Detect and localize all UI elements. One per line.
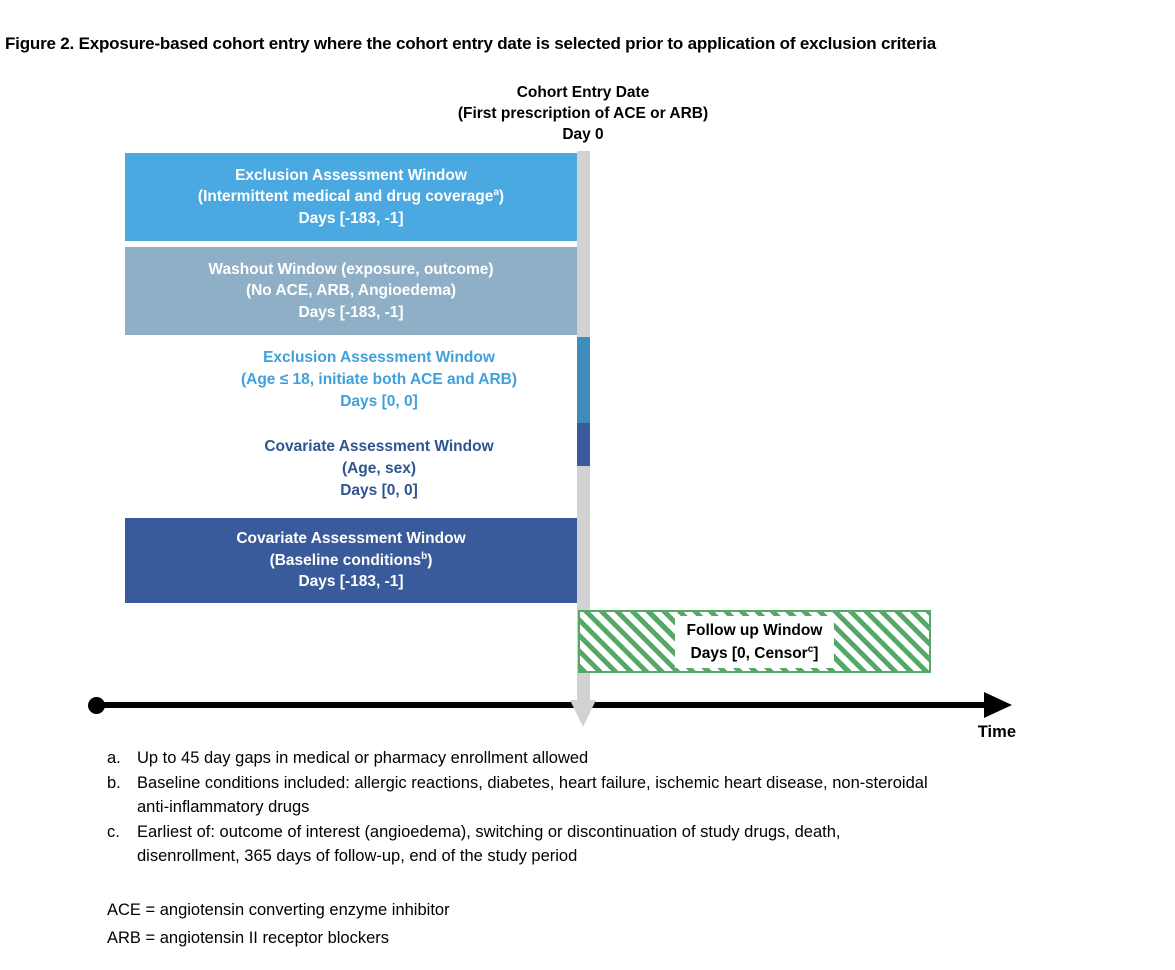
washout-window-box: Washout Window (exposure, outcome) (No A… — [125, 247, 577, 335]
covariate-agesex-line3: Days [0, 0] — [340, 482, 418, 499]
abbreviations-block: ACE = angiotensin converting enzyme inhi… — [107, 901, 450, 947]
covariate-age-sex-bar — [577, 423, 590, 466]
cohort-entry-line3: Day 0 — [562, 126, 604, 143]
footnotes-list: a. Up to 45 day gaps in medical or pharm… — [107, 746, 1057, 869]
timeline-start-dot — [88, 697, 105, 714]
timeline-axis — [97, 702, 990, 708]
washout-line2: (No ACE, ARB, Angioedema) — [245, 282, 457, 300]
followup-window-label: Follow up Window Days [0, Censorc] — [674, 615, 835, 668]
footnote-b-marker: b. — [107, 773, 121, 792]
exclusion-coverage-line1: Exclusion Assessment Window — [235, 166, 467, 184]
footnote-c: c. Earliest of: outcome of interest (ang… — [107, 820, 1057, 869]
cohort-entry-line2: (First prescription of ACE or ARB) — [457, 105, 709, 122]
covariate-baseline-line2: (Baseline conditionsb) — [269, 550, 433, 569]
washout-line3: Days [-183, -1] — [298, 303, 404, 321]
footnote-a: a. Up to 45 day gaps in medical or pharm… — [107, 746, 1057, 771]
cohort-entry-line1: Cohort Entry Date — [516, 84, 650, 101]
time-axis-label: Time — [977, 723, 1016, 741]
footnote-b-text: Baseline conditions included: allergic r… — [137, 773, 928, 817]
covariate-baseline-line3: Days [-183, -1] — [298, 573, 404, 591]
washout-line1: Washout Window (exposure, outcome) — [208, 260, 494, 278]
covariate-agesex-line2: (Age, sex) — [341, 460, 417, 477]
footnote-b-ref: b — [421, 550, 428, 562]
footnote-c-ref: c — [807, 643, 814, 655]
exclusion-coverage-line3: Days [-183, -1] — [298, 209, 404, 227]
footnote-a-ref: a — [493, 187, 499, 199]
day-zero-arrowhead-icon — [570, 700, 596, 727]
followup-window-box: Follow up Window Days [0, Censorc] — [578, 610, 931, 673]
exclusion-age-line2: (Age ≤ 18, initiate both ACE and ARB) — [240, 371, 518, 388]
figure-title: Figure 2. Exposure-based cohort entry wh… — [5, 34, 937, 53]
footnote-c-text: Earliest of: outcome of interest (angioe… — [137, 822, 841, 866]
footnote-b: b. Baseline conditions included: allergi… — [107, 771, 1057, 820]
footnote-a-text: Up to 45 day gaps in medical or pharmacy… — [137, 749, 589, 767]
cohort-entry-date-label: Cohort Entry Date (First prescription of… — [383, 82, 783, 145]
exclusion-assessment-coverage-box: Exclusion Assessment Window (Intermitten… — [125, 153, 577, 241]
footnote-a-marker: a. — [107, 749, 121, 767]
covariate-baseline-box: Covariate Assessment Window (Baseline co… — [125, 518, 577, 603]
footnote-c-marker: c. — [107, 822, 120, 841]
exclusion-assessment-age-label: Exclusion Assessment Window (Age ≤ 18, i… — [153, 347, 605, 413]
followup-line1: Follow up Window — [686, 621, 823, 639]
exclusion-assessment-age-bar — [577, 337, 590, 423]
exclusion-age-line1: Exclusion Assessment Window — [263, 349, 495, 366]
exclusion-age-line3: Days [0, 0] — [340, 393, 418, 410]
timeline-arrowhead-icon — [984, 692, 1012, 718]
covariate-baseline-line1: Covariate Assessment Window — [236, 530, 466, 548]
followup-line2: Days [0, Censorc] — [690, 643, 819, 662]
exclusion-coverage-line2: (Intermittent medical and drug coveragea… — [197, 187, 505, 206]
covariate-agesex-line1: Covariate Assessment Window — [264, 438, 494, 455]
covariate-age-sex-label: Covariate Assessment Window (Age, sex) D… — [153, 436, 605, 502]
